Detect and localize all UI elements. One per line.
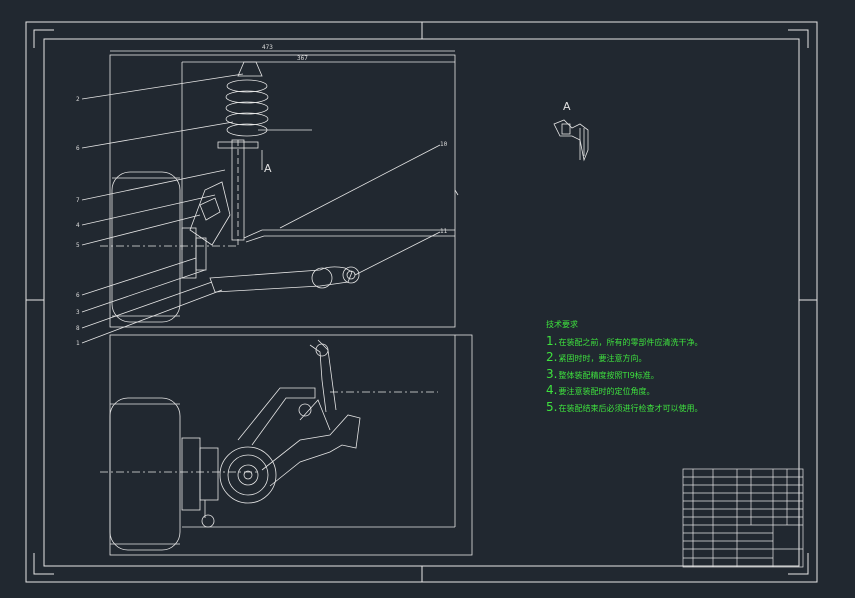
balloon-number: 3 [76,309,80,316]
front-view [81,50,459,344]
front-wheel [111,171,181,323]
balloon-number: 5 [76,242,80,249]
top-view-arm [237,387,316,446]
dimension-outer: 473 [262,44,273,51]
balloon-number: 11 [440,228,448,235]
requirement-item: 5.在装配结束后必须进行检查才可以使用。 [546,399,703,414]
top-view [100,334,473,556]
detail-view-a [553,119,589,162]
outer-border [25,21,818,583]
balloon-number: 1 [76,340,80,347]
requirement-item: 1.在装配之前，所有的零部件应清洗干净。 [546,333,703,348]
view-label-a: A [264,162,272,175]
detail-view-title: A [563,100,571,113]
technical-requirements-title: 技术要求 [546,320,578,329]
technical-requirements: 技术要求 1.在装配之前，所有的零部件应清洗干净。 2.紧固时时，要注意方向。 … [546,317,702,416]
balloon-number: 7 [76,197,80,204]
balloon-number: 4 [76,222,80,229]
coil-spring [225,79,269,137]
balloon-number: 2 [76,96,80,103]
inner-border [43,38,800,567]
balloon-number: 6 [76,292,80,299]
balloon-number: 8 [76,325,80,332]
requirement-item: 2.紧固时时，要注意方向。 [546,350,647,364]
requirement-item: 4.要注意装配时的定位角度。 [546,383,655,397]
lower-control-arm [209,266,353,293]
title-block [682,468,804,568]
dimension-inner: 367 [297,55,308,62]
balloon-number: 6 [76,145,80,152]
rear-wheel [109,397,181,551]
balloon-number: 10 [440,141,448,148]
requirement-item: 3.整体装配精度按照TI9标准。 [546,366,659,381]
